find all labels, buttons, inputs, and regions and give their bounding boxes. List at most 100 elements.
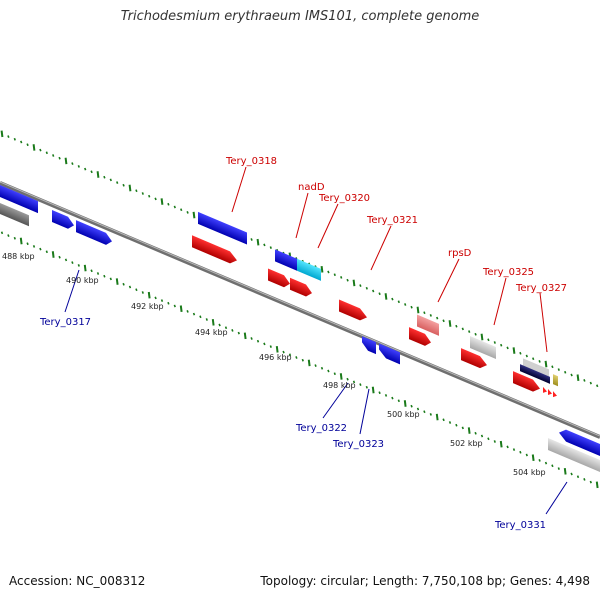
major-tick xyxy=(115,278,119,285)
minor-tick xyxy=(583,478,586,481)
lower-label-leaders xyxy=(64,269,568,515)
major-tick xyxy=(544,360,548,368)
gene-feature-gray[interactable] xyxy=(0,200,29,227)
minor-tick xyxy=(205,318,208,321)
minor-tick xyxy=(423,311,426,315)
gene-label[interactable]: Tery_0327 xyxy=(515,283,567,294)
gene-feature-blue[interactable] xyxy=(0,182,38,214)
gene-label[interactable]: Tery_0322 xyxy=(295,423,347,434)
gene-label[interactable]: Tery_0323 xyxy=(332,439,384,450)
gene-feature-gray[interactable] xyxy=(470,335,496,359)
minor-tick xyxy=(538,459,541,462)
gene-label[interactable]: Tery_0317 xyxy=(39,317,91,328)
minor-tick xyxy=(173,304,176,308)
minor-tick xyxy=(455,423,458,427)
gene-feature-navy[interactable] xyxy=(520,364,550,384)
minor-tick xyxy=(352,380,356,384)
map-title: Trichodesmium erythraeum IMS101, complet… xyxy=(120,9,480,24)
gene-arrow-red[interactable] xyxy=(192,235,237,266)
major-tick xyxy=(160,198,164,205)
minor-tick xyxy=(269,246,272,249)
minor-tick xyxy=(167,301,170,305)
minor-tick xyxy=(346,377,349,381)
minor-tick xyxy=(39,247,42,251)
gene-arrow-red[interactable] xyxy=(553,391,557,399)
major-tick xyxy=(512,347,516,354)
gene-label[interactable]: Tery_0318 xyxy=(225,156,277,167)
gene-label[interactable]: nadD xyxy=(298,182,325,193)
gene-feature-gray[interactable] xyxy=(523,358,549,378)
minor-tick xyxy=(128,285,132,289)
minor-tick xyxy=(288,353,292,357)
gene-arrow-red[interactable] xyxy=(461,348,487,371)
major-tick xyxy=(0,130,4,138)
minor-tick xyxy=(372,289,375,293)
gene-label[interactable]: Tery_0325 xyxy=(482,267,534,278)
major-tick xyxy=(403,400,407,407)
minor-tick xyxy=(96,272,100,275)
gene-feature-cyan[interactable] xyxy=(297,258,321,281)
major-tick xyxy=(352,279,356,287)
gene-arrow-blue[interactable] xyxy=(76,220,112,247)
major-tick xyxy=(531,454,535,462)
tick-label: 502 kbp xyxy=(450,439,483,448)
gene-arrow-red[interactable] xyxy=(409,327,431,348)
minor-tick xyxy=(58,255,61,259)
gene-label[interactable]: rpsD xyxy=(448,248,472,259)
minor-tick xyxy=(532,357,535,361)
gene-arrow-red[interactable] xyxy=(290,277,312,299)
minor-tick xyxy=(487,338,490,342)
gene-feature-gray[interactable] xyxy=(548,437,600,476)
gene-feature-olive[interactable] xyxy=(553,374,558,387)
minor-tick xyxy=(493,341,496,344)
tick-label: 504 kbp xyxy=(513,468,546,477)
tick-label: 496 kbp xyxy=(259,353,292,362)
minor-tick xyxy=(461,327,464,331)
minor-tick xyxy=(359,383,362,386)
gene-arrow-blue[interactable] xyxy=(559,427,600,461)
gene-arrow-blue[interactable] xyxy=(52,210,74,231)
minor-tick xyxy=(154,197,157,201)
minor-tick xyxy=(327,270,330,274)
minor-tick xyxy=(180,208,183,212)
gene-arrow-red[interactable] xyxy=(339,299,367,323)
minor-tick xyxy=(122,282,125,286)
gene-feature-blue[interactable] xyxy=(198,211,247,245)
gene-arrow-red[interactable] xyxy=(513,371,540,394)
topology-text: Topology: circular; Length: 7,750,108 bp… xyxy=(260,574,590,588)
gene-arrow-blue[interactable] xyxy=(362,336,376,355)
minor-tick xyxy=(557,467,560,470)
minor-tick xyxy=(512,448,516,451)
minor-tick xyxy=(461,426,464,430)
gene-arrow-red[interactable] xyxy=(548,388,552,397)
minor-tick xyxy=(263,243,266,247)
major-tick xyxy=(256,238,260,246)
major-tick xyxy=(211,318,215,326)
minor-tick xyxy=(436,316,439,320)
gene-feature-blue[interactable] xyxy=(275,249,297,271)
accession-text: Accession: NC_008312 xyxy=(9,574,146,588)
minor-tick xyxy=(256,339,260,343)
minor-tick xyxy=(391,297,394,301)
gene-feature-pink[interactable] xyxy=(417,314,439,336)
minor-tick xyxy=(148,194,151,198)
minor-tick xyxy=(135,288,138,292)
minor-tick xyxy=(519,450,522,454)
minor-tick xyxy=(224,326,228,330)
minor-tick xyxy=(192,312,196,316)
minor-tick xyxy=(199,315,202,319)
minor-tick xyxy=(58,156,61,160)
gene-arrow-blue[interactable] xyxy=(379,343,400,365)
minor-tick xyxy=(39,148,42,152)
gene-label[interactable]: Tery_0331 xyxy=(494,520,546,531)
gene-label[interactable]: Tery_0320 xyxy=(318,193,370,204)
minor-tick xyxy=(378,391,381,395)
gene-arrow-red[interactable] xyxy=(543,386,547,395)
minor-tick xyxy=(109,277,112,281)
minor-tick xyxy=(474,431,477,435)
gene-arrow-red[interactable] xyxy=(268,268,290,289)
gene-label[interactable]: Tery_0321 xyxy=(366,215,418,226)
minor-tick xyxy=(116,181,119,184)
tick-label: 488 kbp xyxy=(2,252,35,261)
